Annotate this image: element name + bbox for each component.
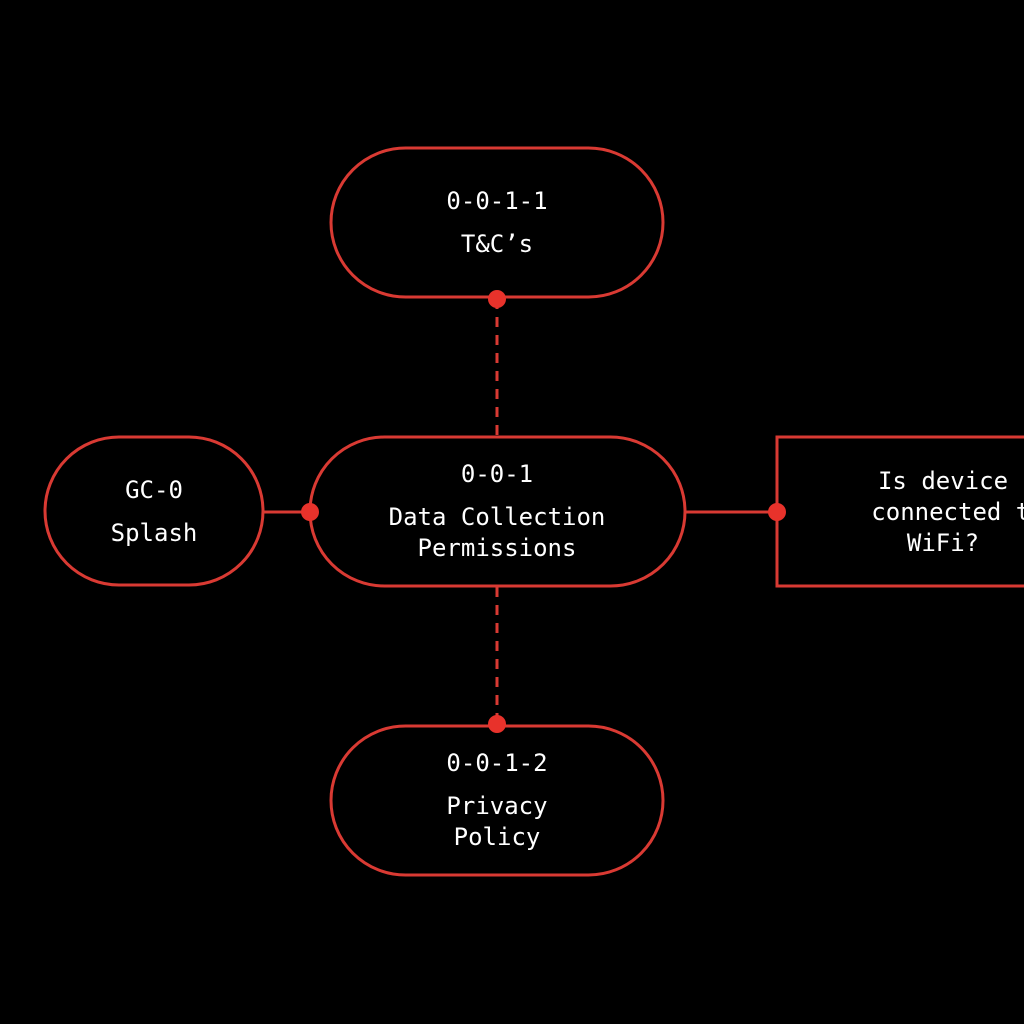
decision-wifi-line2: connected to (871, 498, 1024, 526)
node-splash-shape (43, 435, 265, 587)
node-privacy-id: 0-0-1-2 (446, 749, 547, 777)
node-splash[interactable]: GC-0 Splash (43, 435, 265, 587)
node-permissions-label-line2: Permissions (418, 534, 577, 562)
decision-wifi-line3: WiFi? (907, 529, 979, 557)
connector-dot-permissions-left (301, 503, 319, 521)
node-terms-label: T&C’s (461, 230, 533, 258)
decision-wifi-line1: Is device (878, 467, 1008, 495)
node-splash-label: Splash (111, 519, 198, 547)
node-data-collection-permissions[interactable]: 0-0-1 Data Collection Permissions (308, 435, 687, 588)
node-terms-id: 0-0-1-1 (446, 187, 547, 215)
node-permissions-id: 0-0-1 (461, 460, 533, 488)
connector-dot-privacy-top (488, 715, 506, 733)
node-terms-shape (329, 146, 665, 299)
connector-dot-wifi-left (768, 503, 786, 521)
connector-dot-terms-bottom (488, 290, 506, 308)
node-privacy-label-line1: Privacy (446, 792, 547, 820)
node-splash-id: GC-0 (125, 476, 183, 504)
node-privacy-label-line2: Policy (454, 823, 541, 851)
decision-wifi-shape (775, 435, 1024, 588)
node-permissions-label-line1: Data Collection (389, 503, 606, 531)
node-terms-and-conditions[interactable]: 0-0-1-1 T&C’s (329, 146, 665, 299)
decision-wifi-connected[interactable]: Is device connected to WiFi? (775, 435, 1024, 588)
node-privacy-policy[interactable]: 0-0-1-2 Privacy Policy (329, 724, 665, 877)
